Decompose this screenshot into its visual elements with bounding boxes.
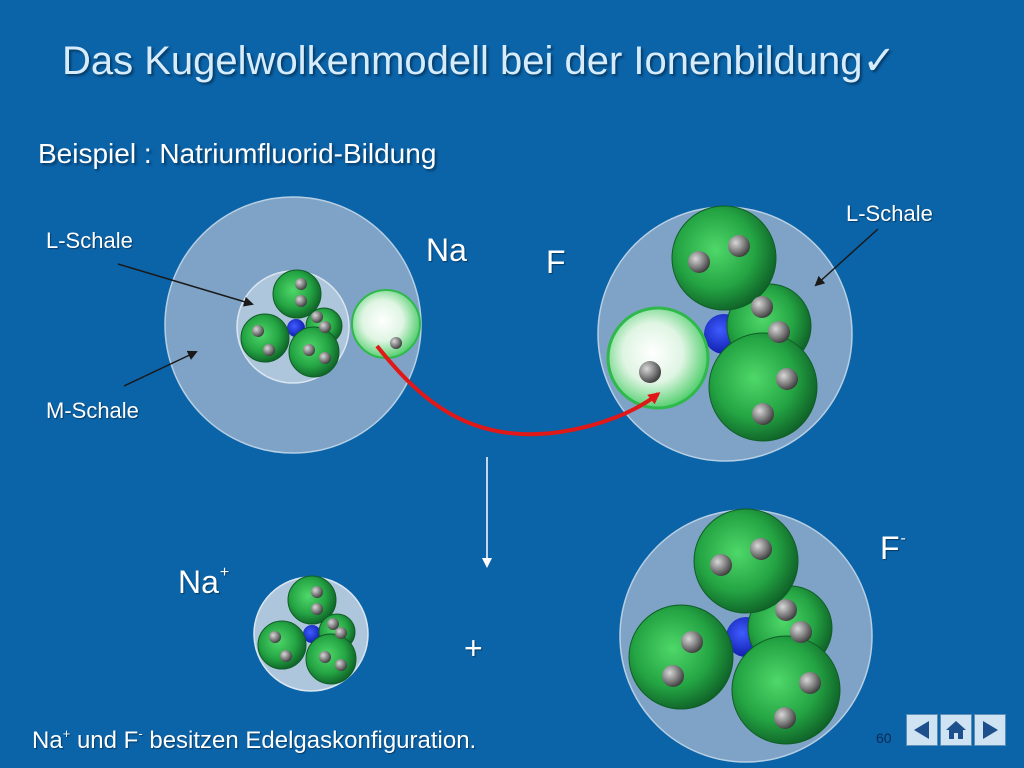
electron bbox=[319, 651, 331, 663]
next-slide-button[interactable] bbox=[974, 714, 1006, 746]
electron bbox=[335, 659, 347, 671]
na-l-shell-label: L-Schale bbox=[46, 228, 133, 253]
arrow-right-icon bbox=[983, 721, 998, 739]
orbital bbox=[257, 620, 307, 670]
orbital bbox=[671, 205, 777, 311]
orbital bbox=[693, 508, 799, 614]
na-m-shell-pointer bbox=[123, 350, 198, 387]
electron bbox=[311, 311, 323, 323]
captured-electron bbox=[639, 361, 661, 383]
na-m-shell-label: M-Schale bbox=[46, 398, 139, 423]
na-ion-charge: + bbox=[219, 564, 230, 581]
f-symbol: F bbox=[546, 244, 566, 280]
electron bbox=[775, 599, 797, 621]
electron bbox=[311, 603, 323, 615]
electron bbox=[319, 321, 331, 333]
electron-transfer-arrow bbox=[375, 344, 661, 437]
electron bbox=[327, 618, 339, 630]
electron bbox=[799, 672, 821, 694]
f-l-shell-pointer bbox=[814, 228, 879, 287]
captured-orbital bbox=[606, 306, 710, 410]
electron bbox=[752, 403, 774, 425]
electron bbox=[774, 707, 796, 729]
electron bbox=[295, 278, 307, 290]
electron bbox=[252, 325, 264, 337]
orbital bbox=[708, 332, 818, 442]
electron bbox=[335, 627, 347, 639]
sodium-ion bbox=[253, 575, 369, 692]
electron bbox=[688, 251, 710, 273]
na-l-shell-pointer bbox=[117, 263, 254, 307]
slide-subtitle: Beispiel : Natriumfluorid-Bildung bbox=[38, 138, 437, 169]
electron bbox=[295, 295, 307, 307]
electron bbox=[319, 352, 331, 364]
electron bbox=[311, 586, 323, 598]
orbital bbox=[731, 635, 841, 745]
f-ion-symbol: F- bbox=[880, 530, 906, 566]
orbital bbox=[272, 269, 322, 319]
na-ion-symbol: Na+ bbox=[178, 564, 230, 600]
prev-slide-button[interactable] bbox=[906, 714, 938, 746]
electron bbox=[768, 321, 790, 343]
electron bbox=[280, 650, 292, 662]
electron bbox=[776, 368, 798, 390]
orbital bbox=[305, 633, 357, 685]
f-l-shell-label: L-Schale bbox=[846, 201, 933, 226]
electron bbox=[790, 621, 812, 643]
home-button[interactable] bbox=[940, 714, 972, 746]
fluorine-atom bbox=[597, 205, 853, 462]
electron bbox=[269, 631, 281, 643]
electron bbox=[263, 344, 275, 356]
valence-electron bbox=[390, 337, 402, 349]
electron bbox=[303, 344, 315, 356]
electron bbox=[751, 296, 773, 318]
plus-sign: + bbox=[464, 630, 483, 666]
orbital bbox=[287, 575, 337, 625]
electron bbox=[750, 538, 772, 560]
page-number: 60 bbox=[876, 730, 892, 746]
valence-orbital bbox=[351, 289, 421, 359]
slide-title: Das Kugelwolkenmodell bei der Ionenbildu… bbox=[62, 39, 897, 83]
electron bbox=[662, 665, 684, 687]
sodium-atom bbox=[164, 196, 422, 454]
slide-navigation bbox=[906, 714, 1006, 746]
fluoride-ion bbox=[619, 508, 873, 763]
checkmark-icon: ✓ bbox=[862, 39, 897, 83]
electron bbox=[728, 235, 750, 257]
electron bbox=[681, 631, 703, 653]
footer-statement: Na+ und F- besitzen Edelgaskonfiguration… bbox=[32, 726, 477, 754]
orbital bbox=[628, 604, 734, 710]
orbital bbox=[240, 313, 290, 363]
na-symbol: Na bbox=[426, 232, 467, 268]
arrow-left-icon bbox=[914, 721, 929, 739]
f-ion-charge: - bbox=[900, 530, 906, 547]
electron bbox=[710, 554, 732, 576]
home-icon bbox=[946, 721, 966, 739]
